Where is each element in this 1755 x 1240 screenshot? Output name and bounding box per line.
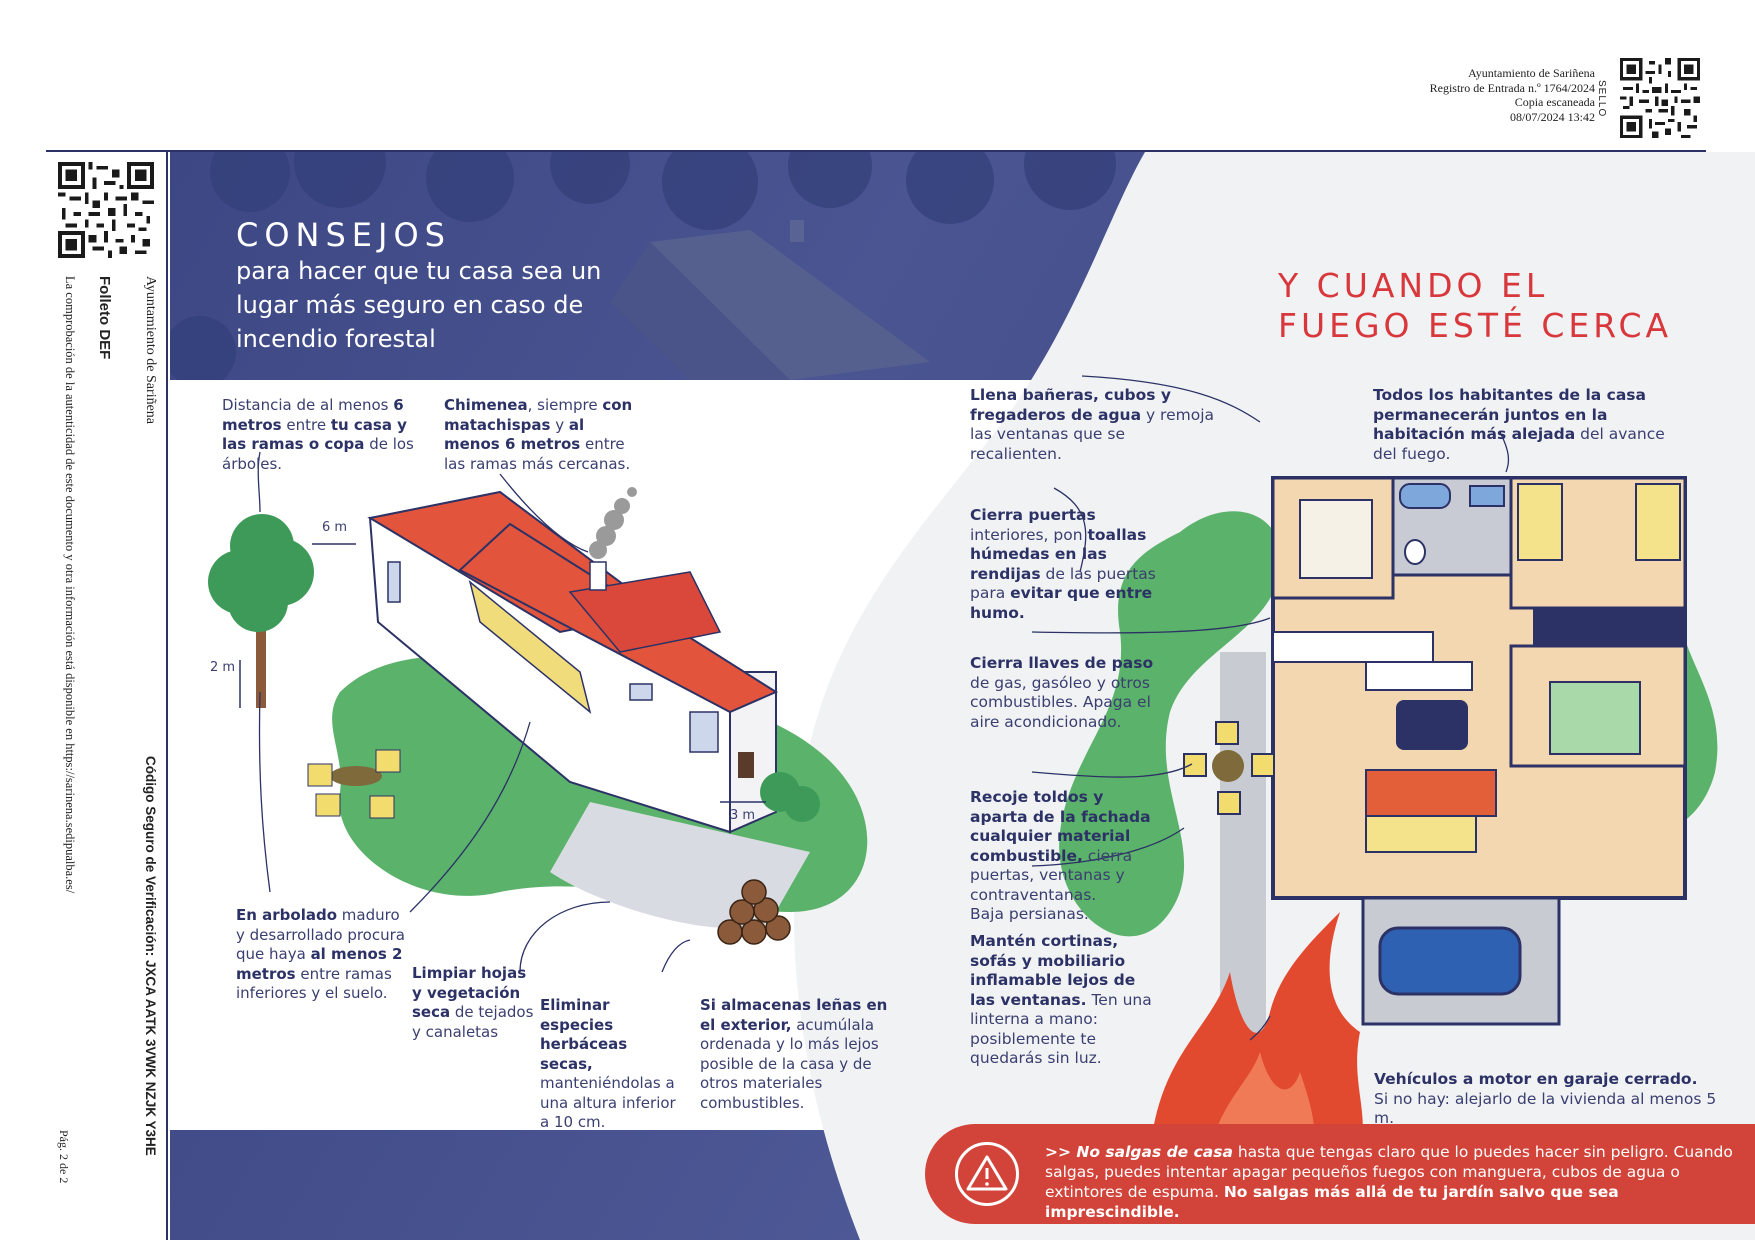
bush (760, 772, 820, 822)
bed (1635, 483, 1681, 561)
window (387, 561, 401, 603)
bin (738, 752, 754, 778)
dim-label-3m: 3 m (730, 808, 756, 823)
sink (1469, 485, 1505, 507)
dimension-arrows (239, 543, 766, 803)
right-title-line-1: Y CUANDO EL (1278, 266, 1549, 305)
tip-vehicles: Vehículos a motor en garaje cerrado.Si n… (1374, 1070, 1717, 1127)
stamp-line: Copia escaneada (1514, 95, 1595, 109)
right-title-line-2: FUEGO ESTÉ CERCA (1278, 306, 1673, 345)
garden-blob-left (1059, 511, 1282, 937)
sello-label: SELLO (1596, 80, 1607, 118)
wardrobe (1533, 608, 1685, 646)
page-number: Pág. 2 de 2 (57, 1130, 71, 1184)
tree-trunk (256, 628, 266, 708)
leaflet-panel: CONSEJOS para hacer que tu casa sea un l… (170, 152, 1755, 1240)
firewood-pile (717, 879, 791, 945)
bathtub (1399, 483, 1451, 509)
header-rule (46, 150, 1706, 152)
issuer-name: Ayuntamiento de Sariñena (143, 276, 158, 425)
patio-set (307, 749, 401, 819)
leader-lines (257, 451, 691, 973)
tip-curtains: Mantén cortinas, sofás y mobiliario infl… (970, 932, 1152, 1067)
tree-canopy (208, 514, 314, 632)
warning-text: >> No salgas de casa hasta que tengas cl… (1045, 1143, 1733, 1221)
bed (1517, 483, 1563, 561)
bed (1549, 681, 1641, 755)
awning (468, 579, 592, 715)
dim-label-2m: 2 m (210, 660, 236, 675)
tip-occupants: Todos los habitantes de la casa permanec… (1373, 386, 1665, 463)
bed (1299, 499, 1373, 579)
tip-herbs: Eliminar especies herbáceas secas, mante… (540, 996, 676, 1131)
page-subtitle: para hacer que tu casa sea un lugar más … (236, 257, 602, 353)
stamp-qr-code-icon (1620, 58, 1700, 138)
warning-banner: >> No salgas de casa hasta que tengas cl… (925, 1124, 1755, 1224)
leader-lines (1031, 375, 1510, 1041)
rug (1365, 769, 1497, 817)
tip-chimney: Chimenea, siempre con matachispas y al m… (444, 396, 633, 473)
document-title: Folleto DEF (96, 276, 113, 360)
csv-code: Código Seguro de Verificación: JXCA AATK… (143, 756, 158, 1156)
patio-set (1183, 721, 1275, 815)
tip-distance: Distancia de al menos 6 metros entre tu … (222, 396, 414, 473)
registration-stamp: Ayuntamiento de Sariñena Registro de Ent… (1430, 66, 1595, 124)
floor-plan-illustration (1031, 375, 1718, 1152)
toilet (1404, 539, 1426, 565)
tip-gutters: Limpiar hojas y vegetación seca de tejad… (412, 964, 534, 1041)
verification-note: La comprobación de la autenticidad de es… (63, 276, 77, 894)
car (1378, 926, 1522, 996)
stamp-line: Registro de Entrada n.º 1764/2024 (1429, 80, 1595, 95)
roof-side (568, 571, 722, 653)
kitchen-counter (1365, 661, 1473, 691)
window (689, 711, 719, 753)
tip-valves: Cierra llaves de paso de gas, gasóleo y … (970, 654, 1154, 731)
sofa (1365, 815, 1477, 853)
chimney (589, 561, 607, 591)
tip-firewood: Si almacenas leñas en el exterior, acumú… (700, 996, 888, 1112)
tip-water: Llena bañeras, cubos y fregaderos de agu… (970, 386, 1215, 463)
page-title: CONSEJOS (236, 216, 451, 254)
stamp-line: Ayuntamiento de Sariñena (1468, 66, 1595, 80)
sidebar-qr-code-icon (58, 162, 154, 258)
tip-doors: Cierra puertas interiores, pon toallas h… (970, 506, 1156, 622)
right-section-title: Y CUANDO EL FUEGO ESTÉ CERCA (1278, 266, 1698, 346)
window (629, 683, 653, 701)
dining-table (1396, 700, 1468, 750)
warning-triangle-icon (955, 1142, 1019, 1206)
sidebar-rule (166, 152, 168, 1240)
stamp-line: 08/07/2024 13:42 (1509, 109, 1595, 124)
tip-awnings: Recoje toldos y aparta de la fachada cua… (970, 788, 1151, 923)
kitchen-counter (1272, 631, 1434, 663)
dim-label-6m: 6 m (322, 520, 348, 535)
smoke (589, 487, 637, 559)
tip-woodland: En arbolado maduro y desarrollado procur… (236, 906, 405, 1002)
house-illustration (208, 451, 868, 973)
